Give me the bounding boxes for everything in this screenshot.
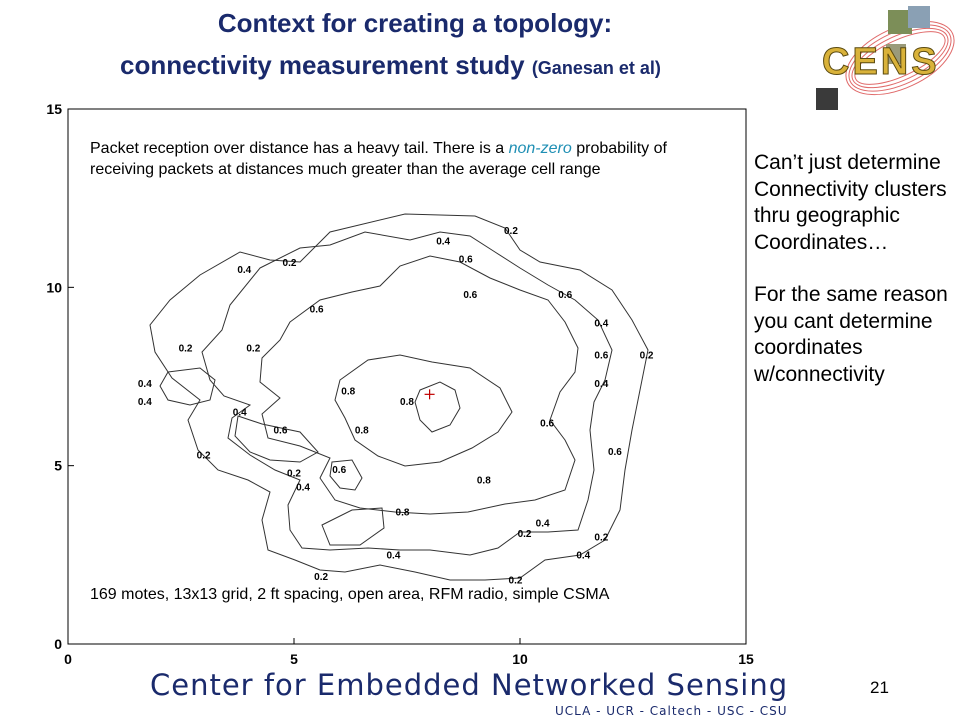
contour-label: 0.2 — [518, 529, 532, 540]
y-tick-label: 0 — [54, 636, 62, 652]
axis-ticks: 0 5 10 15 0 5 10 15 — [46, 101, 754, 667]
contour-label: 0.4 — [576, 550, 590, 561]
side-paragraph-2: For the same reason you cant determine c… — [754, 283, 948, 386]
contour-label: 0.4 — [138, 397, 152, 408]
side-paragraph-1: Can’t just determine Connectivity cluste… — [754, 151, 947, 254]
contour-line-0.4 — [201, 231, 613, 556]
contour-label: 0.6 — [459, 254, 473, 265]
contour-line-left-lobe — [159, 367, 216, 406]
contour-labels: 0.2 0.4 0.6 0.2 0.4 0.6 0.6 0.6 0.4 0.2 0.2 0.6 0.2 0… — [138, 226, 654, 587]
contour-line-bottom-pocket — [321, 507, 385, 546]
contour-label: 0.4 — [594, 379, 608, 390]
contour-line-0.6 — [259, 255, 579, 515]
contour-label: 0.6 — [463, 290, 477, 301]
contour-label: 0.8 — [396, 508, 410, 519]
contour-label: 0.4 — [296, 483, 310, 494]
note-heavy-tail-highlight: non-zero — [508, 140, 572, 157]
contour-label: 0.4 — [237, 265, 251, 276]
y-tick-label: 10 — [46, 279, 62, 295]
y-tick-label: 5 — [54, 458, 62, 474]
slide-title-line2: connectivity measurement study (Ganesan … — [120, 50, 840, 81]
contour-label: 0.8 — [477, 476, 491, 487]
logo-cube-2 — [908, 6, 930, 28]
contour-label: 0.2 — [640, 351, 654, 362]
contour-label: 0.8 — [341, 386, 355, 397]
x-tick-label: 0 — [64, 651, 72, 667]
contour-label: 0.6 — [558, 290, 572, 301]
logo-cube-3 — [886, 44, 906, 64]
footer-title: Center for Embedded Networked Sensing — [150, 668, 789, 702]
contour-label: 0.2 — [287, 468, 301, 479]
contour-lines — [149, 213, 649, 581]
contour-label: 0.2 — [509, 575, 523, 586]
contour-label: 0.4 — [594, 319, 608, 330]
contour-label: 0.2 — [314, 572, 328, 583]
contour-label: 0.6 — [310, 304, 324, 315]
contour-line-left-pocket — [234, 415, 319, 463]
x-tick-label: 5 — [290, 651, 298, 667]
peak-marker — [424, 389, 435, 400]
note-heavy-tail-part2: probability of receiving packets at dist… — [90, 140, 667, 178]
logo-cube-4 — [816, 88, 838, 110]
contour-label: 0.6 — [332, 465, 346, 476]
x-tick-label: 15 — [738, 651, 754, 667]
logo-text: CENS — [822, 41, 940, 83]
contour-label: 0.4 — [536, 518, 550, 529]
contour-label: 0.2 — [594, 533, 608, 544]
contour-label: 0.4 — [436, 237, 450, 248]
page-number: 21 — [870, 678, 889, 697]
contour-label: 0.2 — [197, 451, 211, 462]
footer-affiliations: UCLA - UCR - Caltech - USC - CSU — [555, 704, 788, 718]
contour-label: 0.2 — [283, 258, 297, 269]
contour-label: 0.6 — [608, 447, 622, 458]
note-heavy-tail-part1: Packet reception over distance has a hea… — [90, 140, 509, 157]
note-heavy-tail: Packet reception over distance has a hea… — [90, 138, 700, 180]
slide-title-line1: Context for creating a topology: — [217, 8, 613, 38]
paragraph-gap — [754, 256, 954, 282]
x-tick-label: 10 — [512, 651, 528, 667]
contour-line-0.2 — [149, 213, 649, 581]
side-text: Can’t just determine Connectivity cluste… — [754, 150, 954, 388]
contour-line-lower-pocket — [329, 459, 363, 491]
contour-label: 0.2 — [246, 344, 260, 355]
contour-label: 0.8 — [400, 397, 414, 408]
contour-label: 0.2 — [504, 226, 518, 237]
contour-label: 0.4 — [233, 408, 247, 419]
title-citation: (Ganesan et al) — [531, 58, 661, 78]
cens-logo: CENS — [816, 6, 955, 110]
contour-label: 0.6 — [273, 426, 287, 437]
contour-label: 0.8 — [355, 426, 369, 437]
contour-line-0.8 — [334, 354, 513, 467]
title-main: connectivity measurement study — [120, 50, 525, 80]
contour-label: 0.4 — [386, 550, 400, 561]
contour-line-0.8-inner — [414, 381, 461, 433]
note-setup: 169 motes, 13x13 grid, 2 ft spacing, ope… — [90, 586, 610, 603]
contour-label: 0.6 — [594, 351, 608, 362]
y-tick-label: 15 — [46, 101, 62, 117]
contour-label: 0.2 — [179, 344, 193, 355]
contour-label: 0.6 — [540, 418, 554, 429]
contour-label: 0.4 — [138, 379, 152, 390]
plot-frame — [67, 108, 747, 645]
